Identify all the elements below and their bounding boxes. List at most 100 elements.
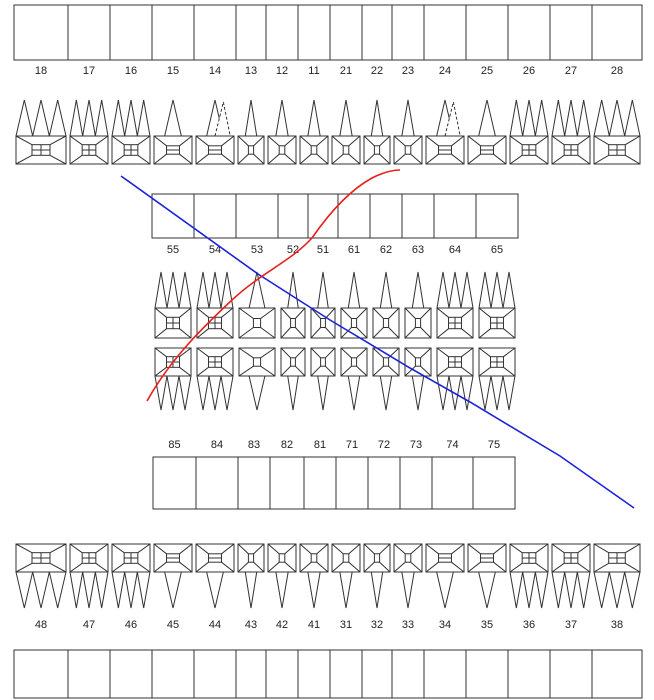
tooth-premolar-dashed[interactable] [425, 99, 465, 165]
tooth-canine[interactable] [237, 99, 265, 165]
tooth-incisor[interactable] [280, 271, 306, 339]
chart-cell[interactable] [307, 193, 339, 239]
chart-cell[interactable] [235, 193, 279, 239]
tooth-premolar[interactable] [467, 543, 507, 609]
chart-cell[interactable] [549, 4, 593, 61]
chart-cell[interactable] [361, 649, 393, 699]
tooth-incisor[interactable] [331, 99, 361, 165]
tooth-incisor[interactable] [299, 543, 329, 609]
chart-cell[interactable] [369, 193, 403, 239]
chart-cell[interactable] [193, 4, 237, 61]
chart-cell[interactable] [237, 456, 271, 510]
chart-cell[interactable] [472, 456, 516, 510]
chart-cell[interactable] [401, 193, 435, 239]
chart-cell[interactable] [549, 649, 593, 699]
tooth-molar[interactable] [196, 347, 234, 411]
tooth-molar[interactable] [69, 543, 109, 609]
tooth-incisor[interactable] [280, 347, 306, 411]
tooth-molar[interactable] [15, 99, 67, 165]
tooth-canine[interactable] [393, 543, 423, 609]
chart-cell[interactable] [152, 456, 197, 510]
tooth-incisor[interactable] [267, 99, 297, 165]
tooth-incisor[interactable] [363, 99, 391, 165]
tooth-molar[interactable] [478, 347, 516, 411]
chart-cell[interactable] [193, 193, 237, 239]
chart-cell[interactable] [433, 193, 477, 239]
chart-cell[interactable] [391, 4, 425, 61]
chart-cell[interactable] [109, 4, 153, 61]
tooth-molar[interactable] [69, 99, 109, 165]
chart-cell[interactable] [67, 4, 111, 61]
tooth-canine[interactable] [237, 543, 265, 609]
chart-cell[interactable] [303, 456, 337, 510]
tooth-incisor[interactable] [340, 271, 368, 339]
chart-cell[interactable] [109, 649, 153, 699]
tooth-molar[interactable] [111, 99, 151, 165]
tooth-incisor[interactable] [267, 543, 297, 609]
tooth-incisor[interactable] [363, 543, 391, 609]
tooth-molar[interactable] [436, 271, 474, 339]
tooth-canine[interactable] [404, 347, 432, 411]
tooth-premolar[interactable] [425, 543, 465, 609]
tooth-molar[interactable] [509, 99, 549, 165]
chart-cell[interactable] [297, 4, 331, 61]
chart-cell[interactable] [423, 4, 467, 61]
chart-cell[interactable] [235, 4, 267, 61]
chart-cell[interactable] [423, 649, 467, 699]
chart-cell[interactable] [13, 649, 69, 699]
chart-cell[interactable] [591, 4, 643, 61]
tooth-molar[interactable] [15, 543, 67, 609]
chart-cell[interactable] [507, 4, 551, 61]
chart-cell[interactable] [297, 649, 331, 699]
tooth-molar[interactable] [509, 543, 549, 609]
chart-cell[interactable] [431, 456, 474, 510]
chart-cell[interactable] [195, 456, 239, 510]
tooth-incisor[interactable] [372, 271, 400, 339]
chart-cell[interactable] [591, 649, 643, 699]
chart-cell[interactable] [361, 4, 393, 61]
tooth-canine[interactable] [404, 271, 432, 339]
tooth-molar[interactable] [478, 271, 516, 339]
tooth-molar[interactable] [593, 99, 641, 165]
chart-cell[interactable] [277, 193, 309, 239]
tooth-molar[interactable] [551, 543, 591, 609]
tooth-molar[interactable] [111, 543, 151, 609]
tooth-canine[interactable] [238, 271, 276, 339]
tooth-molar[interactable] [593, 543, 641, 609]
tooth-incisor[interactable] [372, 347, 400, 411]
chart-cell[interactable] [193, 649, 237, 699]
chart-cell[interactable] [367, 456, 401, 510]
chart-cell[interactable] [399, 456, 433, 510]
chart-cell[interactable] [329, 649, 363, 699]
tooth-molar[interactable] [154, 271, 192, 339]
tooth-premolar[interactable] [195, 543, 235, 609]
tooth-premolar[interactable] [153, 99, 193, 165]
chart-cell[interactable] [67, 649, 111, 699]
tooth-incisor[interactable] [331, 543, 361, 609]
tooth-canine[interactable] [238, 347, 276, 411]
tooth-incisor[interactable] [299, 99, 329, 165]
chart-cell[interactable] [475, 193, 519, 239]
chart-cell[interactable] [465, 4, 509, 61]
chart-cell[interactable] [151, 193, 195, 239]
chart-cell[interactable] [391, 649, 425, 699]
tooth-premolar[interactable] [467, 99, 507, 165]
tooth-canine[interactable] [393, 99, 423, 165]
tooth-premolar[interactable] [153, 543, 193, 609]
chart-cell[interactable] [507, 649, 551, 699]
tooth-incisor[interactable] [340, 347, 368, 411]
chart-cell[interactable] [265, 4, 299, 61]
chart-cell[interactable] [265, 649, 299, 699]
chart-cell[interactable] [269, 456, 305, 510]
chart-cell[interactable] [329, 4, 363, 61]
chart-cell[interactable] [337, 193, 371, 239]
chart-cell[interactable] [13, 4, 69, 61]
chart-cell[interactable] [151, 649, 195, 699]
chart-cell[interactable] [151, 4, 195, 61]
chart-cell[interactable] [335, 456, 369, 510]
tooth-molar[interactable] [551, 99, 591, 165]
tooth-molar[interactable] [196, 271, 234, 339]
chart-cell[interactable] [465, 649, 509, 699]
chart-cell[interactable] [235, 649, 267, 699]
tooth-premolar-dashed[interactable] [195, 99, 235, 165]
